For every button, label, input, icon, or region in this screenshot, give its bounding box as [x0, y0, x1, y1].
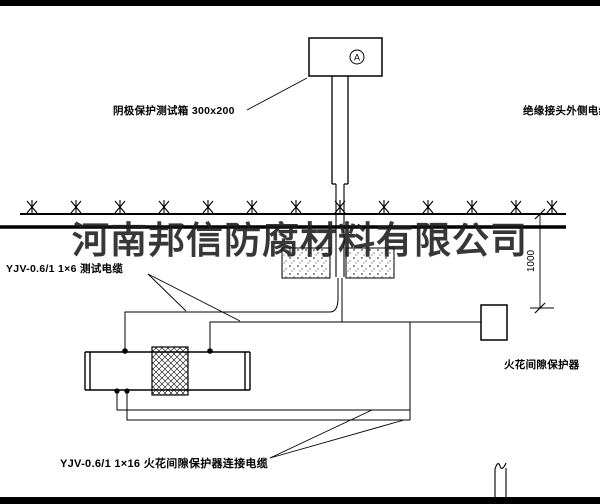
ammeter-circle — [349, 49, 365, 65]
top-border-bar — [0, 0, 600, 6]
leader-lines — [147, 77, 405, 459]
label-test-cable: YJV-0.6/1 1×6 测试电缆 — [6, 263, 124, 275]
concrete-block-left — [281, 247, 331, 279]
bottom-border-bar — [0, 497, 600, 504]
spark-gap-protector-box — [480, 304, 508, 341]
label-spark-cable: YJV-0.6/1 1×16 火花间隙保护器连接电缆 — [60, 458, 269, 470]
label-spark-gap: 火花间隙保护器 — [504, 359, 580, 371]
dimension-burial-depth: 1000 — [526, 208, 554, 314]
label-test-box: 阴极保护测试箱 300x200 — [113, 105, 235, 117]
leader-test-box — [246, 77, 308, 111]
cable-terminal — [124, 388, 130, 394]
watermark: 河南邦信防腐材料有限公司 — [72, 218, 528, 262]
insulating-joint — [151, 346, 189, 396]
pipeline — [84, 346, 251, 396]
conduit — [335, 184, 345, 277]
concrete-block-right — [345, 247, 395, 279]
label-outer-cable: 绝缘接头外侧电缆 — [523, 105, 600, 117]
test-cable-1 — [124, 278, 339, 351]
leader-spark-cable-2 — [269, 419, 405, 459]
cathodic-test-box: A — [308, 37, 383, 77]
cable-terminal — [122, 348, 128, 354]
pipe-break-symbol — [494, 462, 507, 497]
spark-gap-cable-2 — [126, 391, 410, 421]
spark-gap-cable-1 — [116, 391, 410, 411]
leader-test-cable-2 — [147, 273, 241, 322]
cable-terminal — [114, 388, 120, 394]
test-cable-2 — [209, 321, 481, 351]
cable-runs — [116, 278, 481, 421]
ammeter-symbol: A — [354, 53, 360, 63]
cable-terminal — [207, 348, 213, 354]
dimension-text: 1000 — [526, 249, 537, 272]
leader-spark-cable-1 — [269, 409, 373, 459]
leader-test-cable-1 — [147, 273, 187, 312]
conduit-casing — [331, 76, 349, 185]
